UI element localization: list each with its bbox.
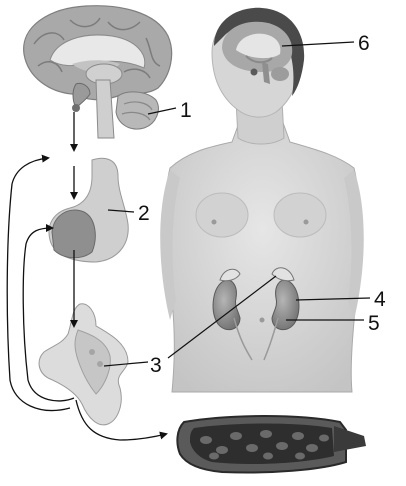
label-5: 5 [368, 312, 380, 335]
left-pectoral [196, 193, 248, 237]
human-figure [160, 8, 364, 392]
right-pectoral [274, 193, 326, 237]
torso [166, 120, 360, 392]
label-4: 4 [374, 288, 386, 311]
blood-vessel [177, 416, 366, 473]
cerebellum [116, 92, 158, 129]
adrenal-gland-detail [39, 304, 128, 425]
label-1: 1 [180, 99, 192, 122]
label-6: 6 [358, 32, 370, 55]
navel [260, 318, 265, 323]
label-2: 2 [138, 202, 150, 225]
label-3: 3 [150, 354, 162, 377]
brain-sagittal [24, 6, 172, 138]
pineal-dot [251, 69, 258, 76]
